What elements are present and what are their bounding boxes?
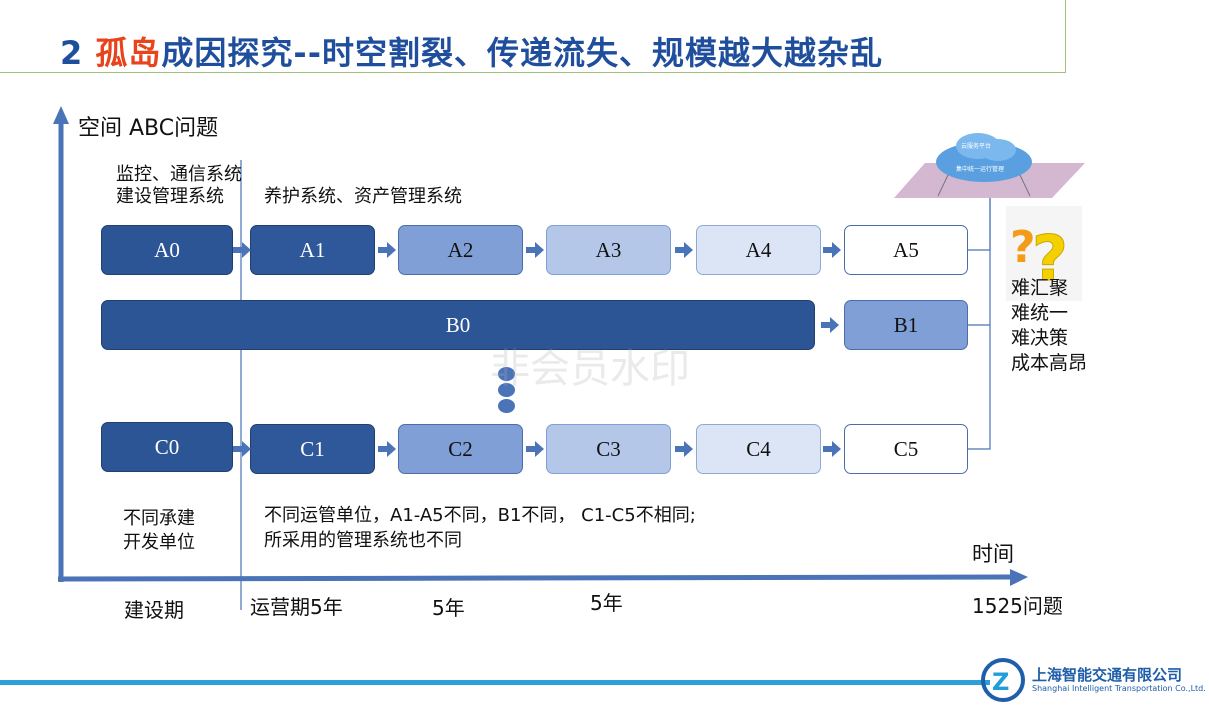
label-maintenance: 养护系统、资产管理系统 bbox=[264, 186, 462, 207]
arrow-a0-a1 bbox=[233, 242, 251, 258]
note-left-line2: 开发单位 bbox=[123, 532, 195, 553]
note-left-line1: 不同承建 bbox=[123, 508, 195, 529]
timeline-end: 1525问题 bbox=[972, 594, 1063, 618]
box-c3: C3 bbox=[546, 424, 671, 474]
y-axis-label: 空间 ABC问题 bbox=[78, 116, 219, 141]
cloud-title: 云服务平台 bbox=[961, 143, 992, 150]
note-main-line1: 不同运管单位，A1-A5不同，B1不同， C1-C5不相同; bbox=[264, 505, 696, 526]
timeline-build: 建设期 bbox=[124, 598, 184, 622]
box-a5: A5 bbox=[844, 225, 968, 275]
box-a0: A0 bbox=[101, 225, 233, 275]
ellipsis-dot bbox=[498, 399, 515, 413]
arrow-a2-a3 bbox=[526, 242, 544, 258]
problem-item: 成本高昂 bbox=[1011, 352, 1088, 374]
box-c2: C2 bbox=[398, 424, 523, 474]
cloud-subtitle: 集中统一运行管理 bbox=[956, 166, 1005, 173]
svg-text:Z: Z bbox=[992, 668, 1009, 696]
title-highlight: 孤岛 bbox=[95, 34, 162, 72]
box-a1: A1 bbox=[250, 225, 375, 275]
y-axis-arrowhead bbox=[53, 106, 69, 124]
page-title: 2 孤岛成因探究--时空割裂、传递流失、规模越大越杂乱 bbox=[60, 34, 883, 72]
box-c5: C5 bbox=[844, 424, 968, 474]
question-panel bbox=[1006, 206, 1082, 301]
x-axis-arrowhead bbox=[1010, 569, 1028, 586]
company-name-cn: 上海智能交通有限公司 bbox=[1032, 666, 1183, 684]
box-a4: A4 bbox=[696, 225, 821, 275]
problem-item: 难统一 bbox=[1011, 302, 1069, 324]
connector-c bbox=[968, 198, 991, 450]
timeline-period-2: 5年 bbox=[432, 596, 465, 620]
question-mark-large-icon: ? bbox=[1032, 222, 1068, 295]
footer-bar bbox=[0, 680, 990, 685]
arrow-b0-b1 bbox=[821, 317, 839, 333]
arrow-c2-c3 bbox=[526, 441, 544, 457]
title-divider bbox=[0, 72, 1066, 73]
problem-list: 难汇聚 难统一 难决策 成本高昂 bbox=[1011, 276, 1087, 376]
arrow-c0-c1 bbox=[233, 441, 251, 457]
box-a2: A2 bbox=[398, 225, 523, 275]
connector-a bbox=[968, 198, 991, 251]
watermark: 非会员水印 bbox=[490, 346, 690, 392]
box-c4: C4 bbox=[696, 424, 821, 474]
arrow-c3-c4 bbox=[675, 441, 693, 457]
note-main-line2: 所采用的管理系统也不同 bbox=[264, 530, 462, 551]
problem-item: 难汇聚 bbox=[1011, 277, 1069, 299]
x-axis bbox=[57, 574, 1013, 582]
box-c1: C1 bbox=[250, 424, 375, 474]
arrow-c1-c2 bbox=[378, 441, 396, 457]
company-name-en: Shanghai Intelligent Transportation Co.,… bbox=[1032, 684, 1206, 693]
problem-item: 难决策 bbox=[1011, 327, 1069, 349]
arrow-a4-a5 bbox=[823, 242, 841, 258]
box-b1: B1 bbox=[844, 300, 968, 350]
ellipsis-dot bbox=[498, 367, 515, 381]
label-construction: 建设管理系统 bbox=[116, 186, 224, 207]
label-monitoring: 监控、通信系统 bbox=[116, 164, 242, 185]
question-mark-icon: ? bbox=[1010, 222, 1036, 273]
ellipsis-dot bbox=[498, 383, 515, 397]
x-axis-label: 时间 bbox=[972, 542, 1014, 566]
box-c0: C0 bbox=[101, 422, 233, 472]
arrow-a1-a2 bbox=[378, 242, 396, 258]
arrow-a3-a4 bbox=[675, 242, 693, 258]
box-b0: B0 bbox=[101, 300, 815, 350]
box-a3: A3 bbox=[546, 225, 671, 275]
arrow-c4-c5 bbox=[823, 441, 841, 457]
title-frame-right bbox=[1065, 0, 1066, 73]
timeline-ops: 运营期5年 bbox=[250, 595, 343, 619]
timeline-period-3: 5年 bbox=[590, 591, 623, 615]
company-logo-icon: Z bbox=[981, 658, 1025, 702]
